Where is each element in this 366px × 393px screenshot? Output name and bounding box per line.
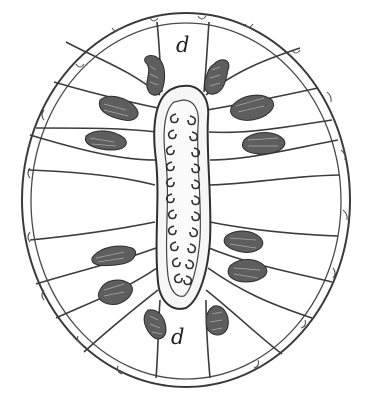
label-d-top: d [176, 33, 189, 57]
pharynx [154, 86, 210, 309]
label-d-bottom: d [171, 325, 184, 349]
mesenteries-left [28, 42, 160, 352]
